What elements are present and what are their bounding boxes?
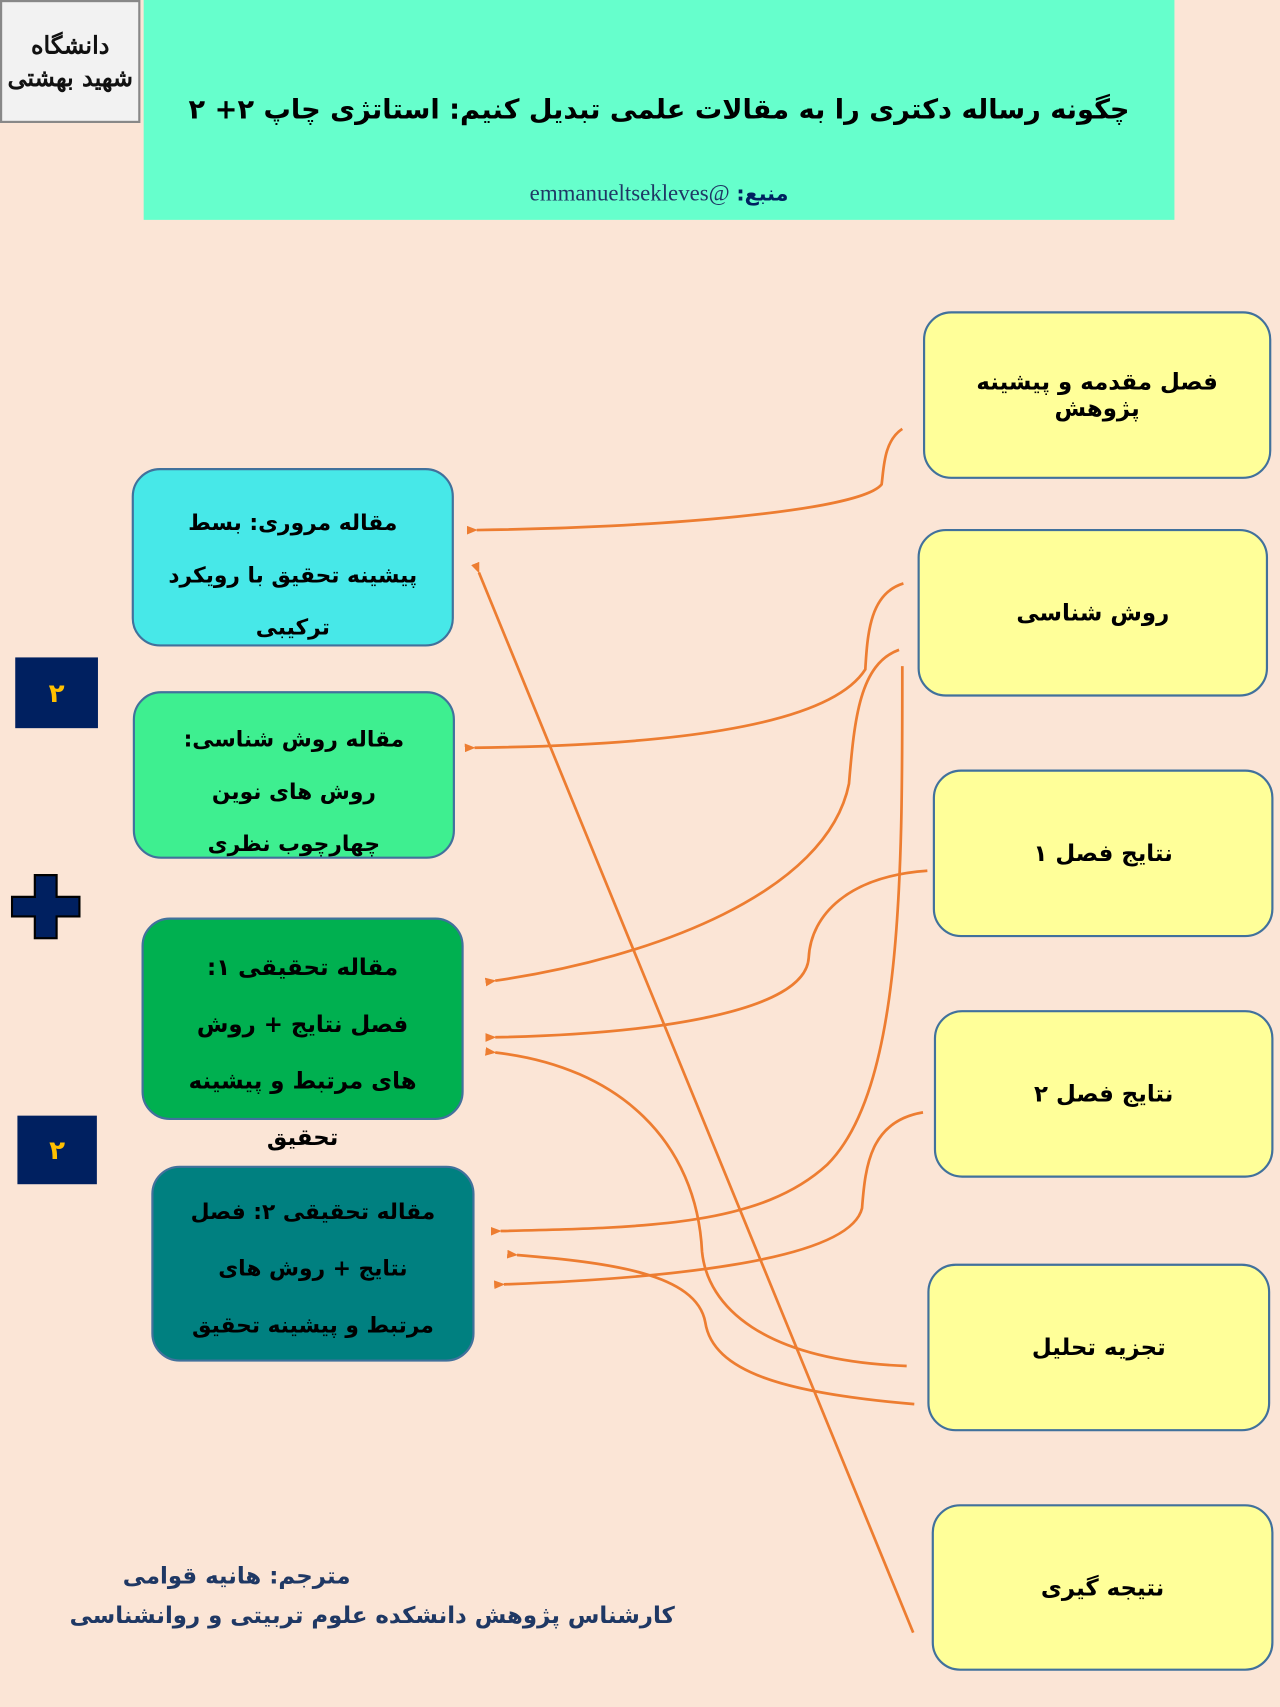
university-logo: دانشگاه شهید بهشتی [0,0,141,123]
research-paper-2-box: مقاله تحقیقی ۲: فصل نتایج + روش های مرتب… [151,1165,475,1362]
arrow-conclusion-to-review [471,561,915,1634]
arrow-method-to-method-paper [464,582,904,753]
arrow-method-to-research-1 [484,648,900,987]
chapter-label: روش شناسی [1016,599,1170,626]
arrow-results2-to-research-2 [493,1111,924,1290]
count-badge-research: ۲ [17,1115,97,1185]
badge-number: ۲ [48,677,65,709]
chapter-results-2: نتایج فصل ۲ [933,1010,1274,1178]
count-badge-review-methods: ۲ [15,657,98,729]
arrow-intro-to-review [466,427,904,535]
chapter-analysis: تجزیه تحلیل [927,1263,1271,1432]
plus-icon [10,874,81,940]
source-handle: @emmanueltsekleves [529,179,730,206]
arrow-method-to-research-2 [490,666,904,1236]
source-line: منبع: @emmanueltsekleves [144,180,1175,207]
chapter-results-1: نتایج فصل ۱ [932,769,1274,938]
chapter-label: نتایج فصل ۱ [1033,840,1173,867]
arrow-results1-to-research-1 [485,869,928,1042]
page-title: چگونه رساله دکتری را به مقالات علمی تبدی… [188,93,1130,126]
research-paper-1-box: مقاله تحقیقی ۱: فصل نتایج + روش های مرتب… [141,917,464,1150]
header-banner: چگونه رساله دکتری را به مقالات علمی تبدی… [143,0,1175,220]
chapter-intro-literature: فصل مقدمه و پیشینه پژوهش [922,311,1272,479]
paper-label: مقاله تحقیقی ۱: فصل نتایج + روش های مرتب… [188,954,417,1151]
paper-label: مقاله تحقیقی ۲: فصل نتایج + روش های مرتب… [190,1198,436,1338]
badge-number: ۲ [49,1134,66,1166]
review-paper-box: مقاله مروری: بسط پیشینه تحقیق با رویکرد … [131,468,454,647]
arrow-analysis-to-research-1 [485,1047,907,1368]
logo-text: دانشگاه شهید بهشتی [7,31,133,92]
translator-affiliation: کارشناس پژوهش دانشکده علوم تربیتی و روان… [69,1602,675,1629]
paper-label: مقاله روش شناسی: روش های نوین چهارچوب نظ… [183,725,405,857]
footer-credits: مترجم: هانیه قوامی کارشناس پژوهش دانشکده… [65,1556,675,1634]
chapter-label: تجزیه تحلیل [1031,1334,1166,1361]
chapter-label: نتایج فصل ۲ [1034,1080,1174,1107]
arrow-analysis-to-research-2 [506,1249,915,1406]
paper-label: مقاله مروری: بسط پیشینه تحقیق با رویکرد … [168,509,418,641]
chapter-conclusion: نتیجه گیری [931,1504,1274,1671]
methodology-paper-box: مقاله روش شناسی: روش های نوین چهارچوب نظ… [132,691,455,859]
source-label: منبع: [736,181,789,206]
translator-name: مترجم: هانیه قوامی [122,1562,351,1590]
chapter-methodology: روش شناسی [917,528,1269,697]
chapter-label: فصل مقدمه و پیشینه پژوهش [976,368,1218,422]
chapter-label: نتیجه گیری [1040,1574,1165,1601]
